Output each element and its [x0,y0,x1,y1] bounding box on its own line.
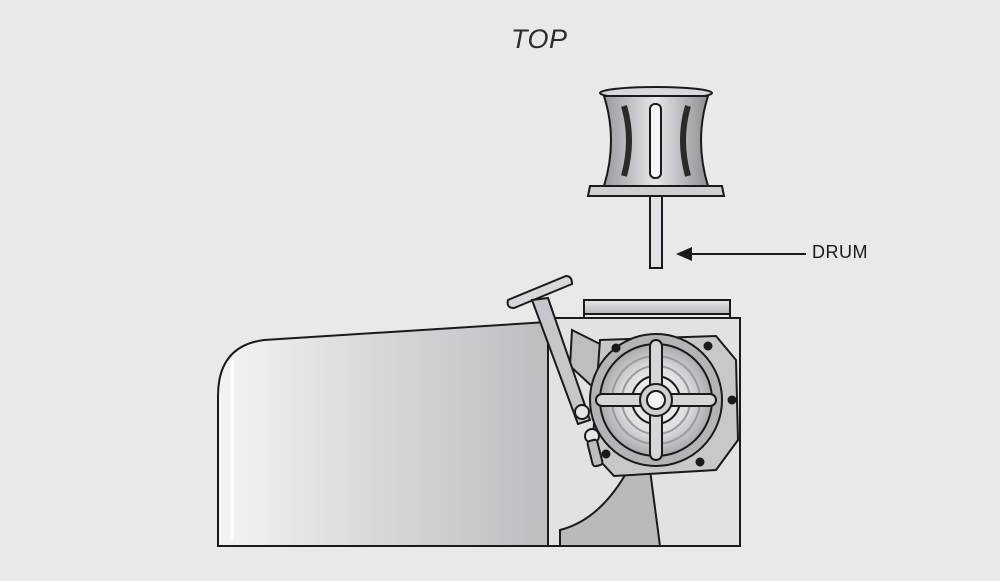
lever-t-handle [506,274,574,310]
brake-lever [506,274,604,468]
lever-link [586,438,604,468]
drum-callout-label: DRUM [812,242,868,262]
motor-housing [217,320,549,547]
drum-shaft [649,195,663,269]
wheel-bolt [611,343,621,353]
gypsy-wheel [589,333,740,478]
housing-shell [217,320,549,547]
lever-stem [530,296,592,426]
wheel-bolt [601,449,611,459]
wheel-hub-center [646,390,666,410]
wheel-bolt [703,341,713,351]
drum-whelp [649,103,662,179]
gearbox-top-plate [583,299,731,315]
lever-pivot-knob [574,404,590,420]
drum [586,86,726,269]
wheel-bolt [695,457,705,467]
drum-callout-arrow [676,247,806,261]
wheel-bolt [727,395,737,405]
drum-bottom-flange [586,185,726,197]
drum-whelp [680,105,691,177]
drum-whelp [621,105,632,177]
orientation-label-top: TOP [511,24,568,54]
